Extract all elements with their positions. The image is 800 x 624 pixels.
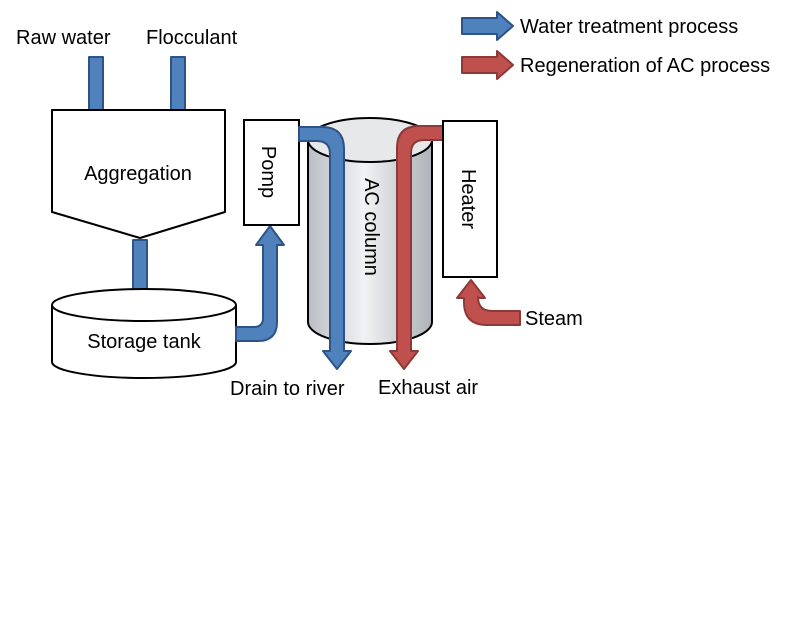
legend-water-label: Water treatment process (520, 16, 738, 38)
steam-label: Steam (525, 308, 583, 330)
storage-tank-label: Storage tank (87, 331, 201, 353)
heater-label: Heater (457, 169, 479, 229)
flocculant-label: Flocculant (146, 27, 238, 49)
exhaust-air-label: Exhaust air (378, 377, 478, 399)
pump-box (243, 119, 300, 226)
legend-regen-arrow (461, 50, 514, 80)
legend: Water treatment process Regeneration of … (461, 11, 770, 80)
raw-water-label: Raw water (16, 27, 111, 49)
legend-water-arrow (461, 11, 514, 41)
heater-box (442, 120, 498, 278)
ac-column-label: AC column (360, 178, 382, 276)
drain-to-river-label: Drain to river (230, 378, 345, 400)
pump-to-drain-pipe (298, 126, 352, 370)
pump-label: Pomp (257, 146, 279, 198)
aggregation-tank (51, 109, 226, 239)
heater-to-exhaust-pipe (389, 125, 444, 370)
aggregation-label: Aggregation (84, 163, 192, 185)
steam-arrow (456, 279, 521, 326)
legend-regen-label: Regeneration of AC process (520, 55, 770, 77)
storage-to-pump-pipe (235, 225, 285, 342)
storage-tank (51, 288, 237, 379)
